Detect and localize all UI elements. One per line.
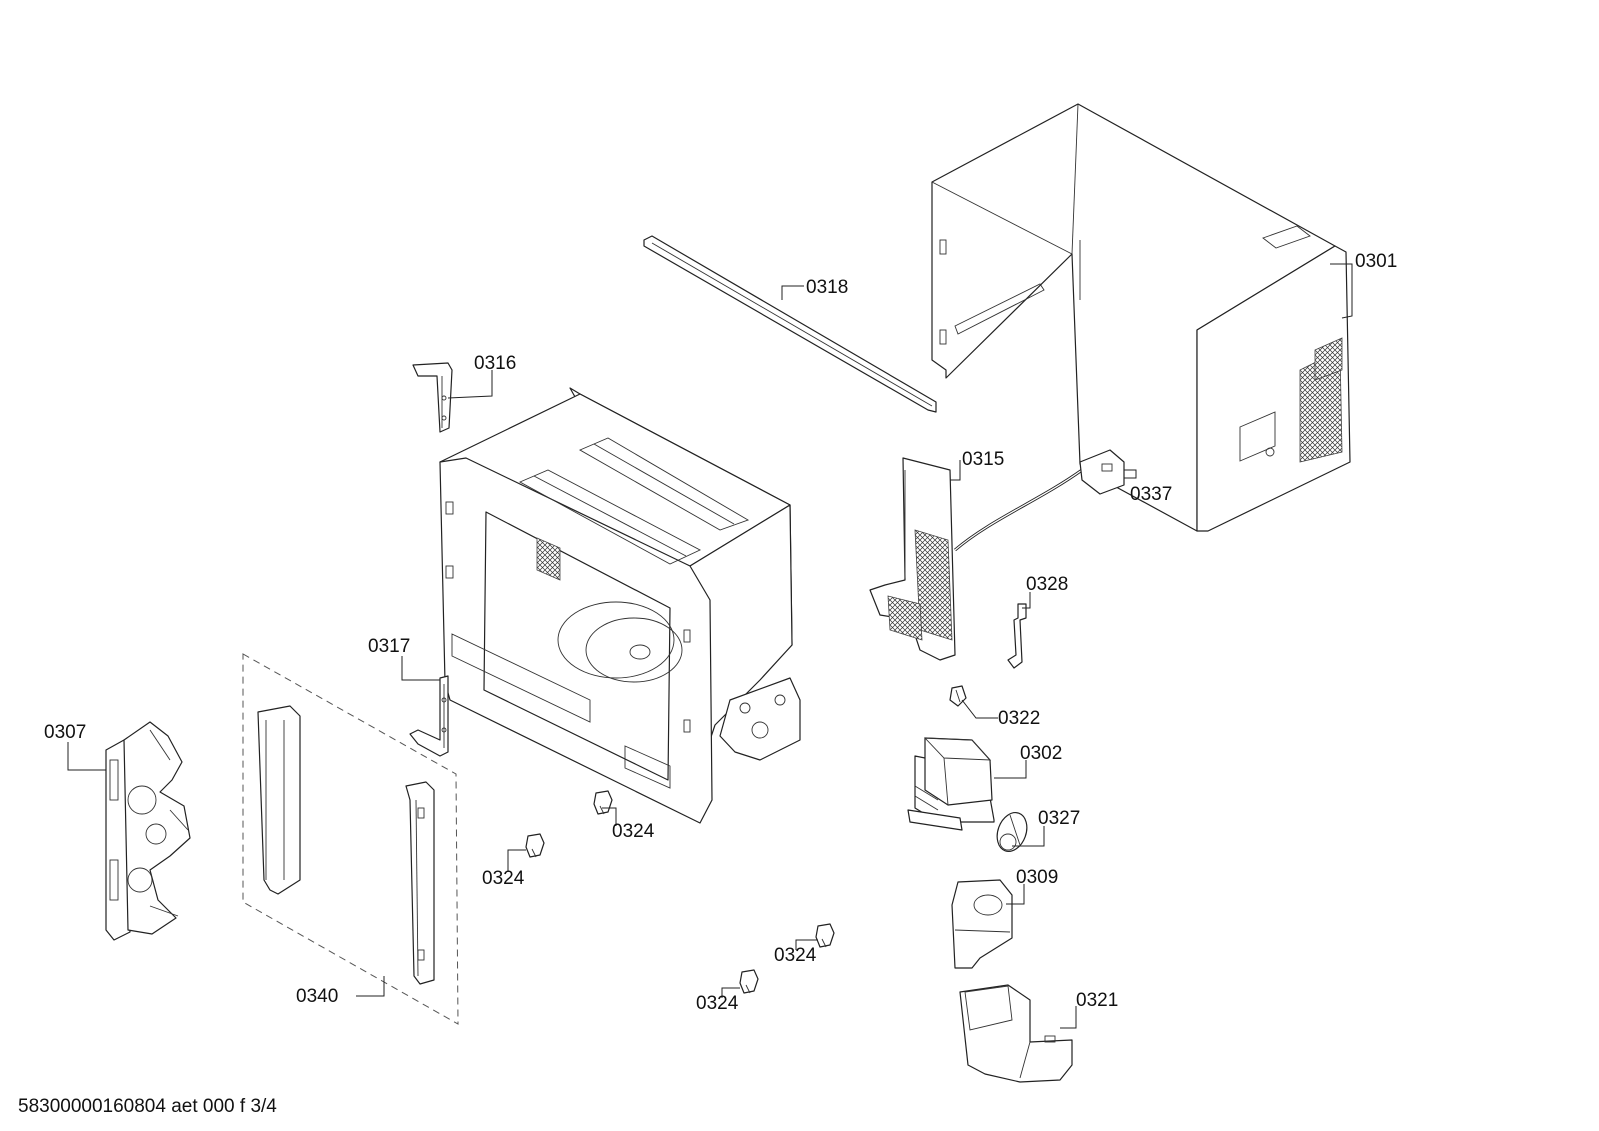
foot-0324-b bbox=[525, 833, 545, 858]
callout-0337: 0337 bbox=[1130, 484, 1172, 505]
callout-0315: 0315 bbox=[962, 449, 1004, 470]
drawing-id: 58300000160804 aet 000 f 3/4 bbox=[18, 1096, 277, 1117]
callout-0327: 0327 bbox=[1038, 808, 1080, 829]
foot-0324-d bbox=[739, 969, 759, 994]
bracket-0317 bbox=[409, 675, 449, 757]
callout-0317: 0317 bbox=[368, 636, 410, 657]
callout-0324-d: 0324 bbox=[696, 993, 739, 1014]
callout-0322: 0322 bbox=[998, 708, 1040, 729]
duct-0321 bbox=[959, 984, 1073, 1083]
small-part-0322 bbox=[949, 685, 967, 707]
callout-0302: 0302 bbox=[1020, 743, 1062, 764]
latch-assembly-0307 bbox=[105, 721, 191, 941]
foot-0324-c bbox=[815, 923, 835, 948]
rail-0318 bbox=[643, 235, 937, 413]
foot-0324-a bbox=[593, 790, 613, 815]
callout-0324-c: 0324 bbox=[774, 945, 817, 966]
callout-0318: 0318 bbox=[806, 277, 848, 298]
callout-0316: 0316 bbox=[474, 353, 516, 374]
power-cord-0337 bbox=[954, 449, 1125, 552]
callout-0321: 0321 bbox=[1076, 990, 1118, 1011]
callout-0307: 0307 bbox=[44, 722, 86, 743]
control-panel-0315 bbox=[869, 457, 956, 661]
outer-casing-0301 bbox=[931, 103, 1351, 532]
duct-0309 bbox=[951, 879, 1013, 969]
transformer-0302 bbox=[907, 737, 995, 831]
hinge-set-0340 bbox=[242, 653, 459, 1025]
bracket-0328 bbox=[1007, 603, 1027, 669]
callout-0340: 0340 bbox=[296, 986, 338, 1007]
callout-0301: 0301 bbox=[1355, 251, 1397, 272]
callout-0324-a: 0324 bbox=[612, 821, 655, 842]
cavity-frame bbox=[439, 387, 801, 824]
callout-0309: 0309 bbox=[1016, 867, 1058, 888]
small-part-0327 bbox=[996, 812, 1028, 852]
leader-lines bbox=[67, 263, 1353, 1029]
callout-0328: 0328 bbox=[1026, 574, 1068, 595]
callout-0324-b: 0324 bbox=[482, 868, 525, 889]
bracket-0316 bbox=[412, 362, 453, 433]
